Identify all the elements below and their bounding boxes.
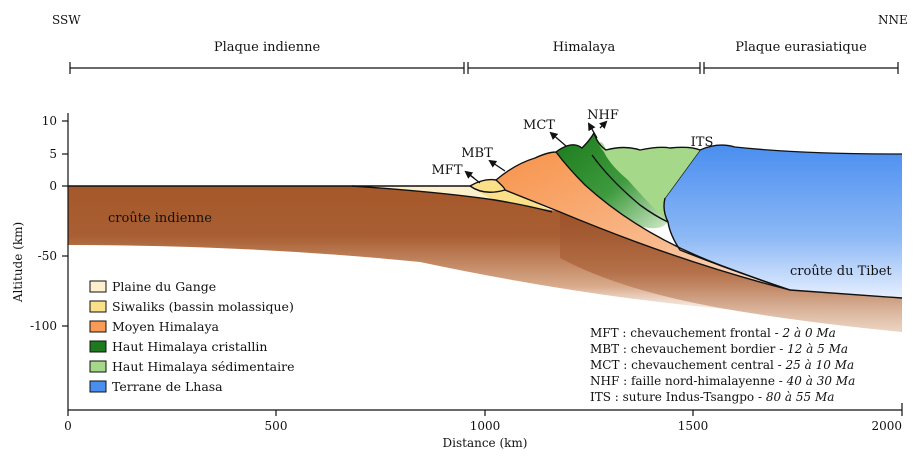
legend-label: Haut Himalaya cristallin	[112, 339, 267, 354]
region-plaque-eurasiatique-label: Plaque eurasiatique	[735, 40, 867, 55]
legend-swatch	[89, 380, 107, 393]
x-axis-label: Distance (km)	[443, 436, 528, 450]
legend-swatch	[89, 280, 107, 293]
fault-note: ITS : suture Indus-Tsangpo - 80 à 55 Ma	[590, 390, 834, 404]
fault-note: MCT : chevauchement central - 25 à 10 Ma	[590, 358, 854, 372]
fault-mbt-label: MBT	[461, 146, 493, 161]
tibet-crust	[664, 145, 902, 298]
fault-note: MBT : chevauchement bordier - 12 à 5 Ma	[590, 342, 848, 356]
fault-mft-label: MFT	[431, 163, 462, 178]
region-brackets	[69, 62, 899, 74]
region-plaque-indienne-label: Plaque indienne	[214, 40, 321, 55]
y-tick-label: -50	[38, 249, 57, 263]
tibet-crust-label: croûte du Tibet	[790, 264, 892, 279]
legend-swatch	[89, 340, 107, 353]
legend-label: Plaine du Gange	[112, 279, 216, 294]
x-tick-label: 1500	[678, 419, 709, 433]
legend-swatch	[89, 360, 107, 373]
fault-its-label: ITS	[691, 135, 714, 150]
legend-label: Moyen Himalaya	[112, 319, 220, 334]
region-himalaya-label: Himalaya	[553, 40, 616, 55]
y-tick-label: 5	[49, 147, 57, 161]
x-tick-label: 2000	[871, 419, 902, 433]
moyen-himalaya	[496, 152, 790, 290]
fault-mct-label: MCT	[523, 118, 555, 133]
y-axis-label: Altitude (km)	[11, 222, 25, 303]
legend-label: Terrane de Lhasa	[112, 379, 223, 394]
fault-note: MFT : chevauchement frontal - 2 à 0 Ma	[590, 326, 836, 340]
fault-note: NHF : faille nord-himalayenne - 40 à 30 …	[590, 374, 855, 388]
x-tick-label: 500	[265, 419, 288, 433]
legend-label: Siwaliks (bassin molassique)	[112, 299, 294, 314]
direction-nne-label: NNE	[878, 13, 908, 27]
siwaliks	[470, 179, 550, 210]
tibet-crust-outline	[664, 144, 903, 199]
direction-ssw-label: SSW	[52, 13, 81, 27]
y-tick-label: -100	[30, 319, 57, 333]
fault-arrows	[464, 120, 608, 184]
legend-swatch	[89, 320, 107, 333]
y-tick-label: 0	[49, 179, 57, 193]
indian-crust-label: croûte indienne	[108, 211, 212, 226]
x-tick-label: 0	[64, 419, 72, 433]
x-tick-label: 1000	[470, 419, 501, 433]
plaine-du-gange	[352, 186, 495, 200]
legend-swatch	[89, 300, 107, 313]
outlines	[68, 132, 903, 299]
legend: Plaine du Gange Siwaliks (bassin molassi…	[89, 279, 295, 394]
legend-label: Haut Himalaya sédimentaire	[112, 359, 295, 374]
axes	[62, 113, 903, 416]
y-tick-label: 10	[42, 114, 57, 128]
fault-nhf-label: NHF	[587, 108, 619, 123]
fault-notes: MFT : chevauchement frontal - 2 à 0 Ma M…	[590, 326, 855, 404]
indian-crust-lower	[560, 212, 902, 332]
